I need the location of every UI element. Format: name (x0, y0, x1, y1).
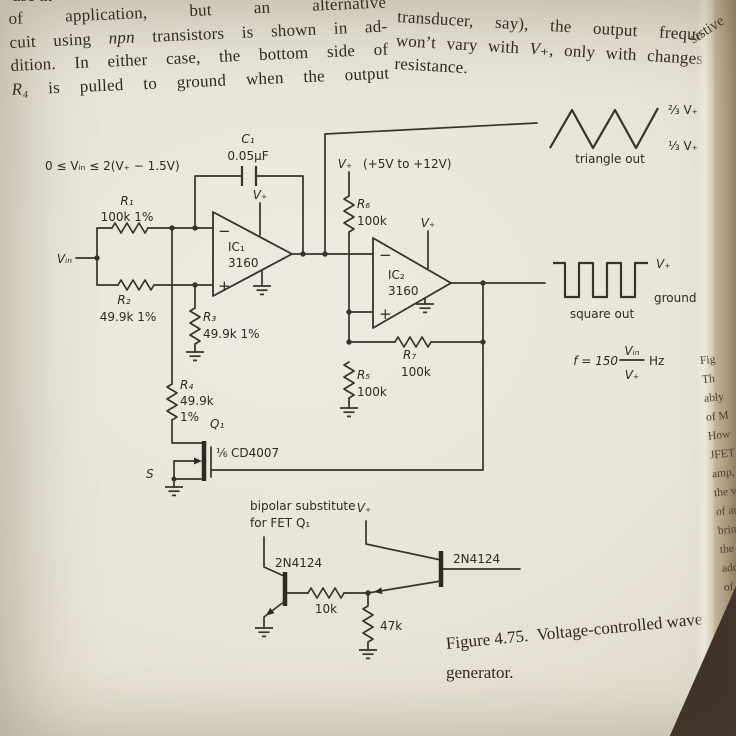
formula-lhs: f = 150 (573, 354, 618, 368)
r5-name: R₅ (357, 368, 370, 382)
c1-feedback-wire (194, 175, 304, 255)
r4-tolerance: 1% (180, 410, 199, 424)
edge-fragment: added (721, 560, 736, 576)
c1-plates (240, 166, 258, 186)
c1-value: 0.05μF (227, 149, 268, 163)
r1-value: 100k 1% (101, 210, 154, 224)
ic1-minus-input: − (218, 222, 231, 240)
resistor-10k-value: 10k (315, 602, 337, 616)
ic2-part: 3160 (388, 284, 419, 298)
bjt-left-emitter (263, 600, 286, 629)
q1-fraction: ⅙ (216, 446, 228, 460)
bipolar-title-line1: bipolar substitute (250, 499, 356, 513)
q1-part: CD4007 (231, 446, 279, 460)
ground-symbol (339, 407, 359, 418)
formula-unit: Hz (649, 354, 664, 368)
ic2-minus-input: − (379, 246, 392, 264)
r1-name: R₁ (120, 194, 133, 208)
triangle-upper-level: ⅔ V₊ (668, 103, 698, 117)
bipolar-vplus-label: V₊ (357, 501, 372, 515)
ic2-opamp-triangle (372, 237, 452, 329)
bjt-right-collector (365, 520, 442, 561)
bjt-left-emitter-arrowhead (266, 607, 275, 616)
supply-range-label: (+5V to +12V) (363, 157, 451, 171)
r7-name: R₇ (403, 348, 416, 362)
triangle-out-label: triangle out (575, 152, 645, 166)
q1-name: Q₁ (210, 417, 224, 431)
r2-value: 49.9k 1% (100, 310, 157, 324)
resistor-r5 (343, 361, 355, 399)
input-constraint-label: 0 ≤ Vᵢₙ ≤ 2(V₊ − 1.5V) (45, 159, 180, 173)
r4-value: 49.9k (180, 394, 214, 408)
edge-fragment: the vi (713, 484, 736, 500)
edge-fragment: bring (717, 522, 736, 538)
q1-body-arrowhead (194, 457, 202, 465)
ic1-plus-input: + (218, 277, 231, 295)
bjt-left-collector (263, 536, 285, 577)
ic2-plus-input: + (379, 305, 392, 323)
r4-name: R₄ (180, 378, 193, 392)
ground-symbol (185, 351, 205, 362)
resistor-47k-value: 47k (380, 619, 402, 633)
ground-symbol (415, 303, 435, 314)
resistor-r2 (117, 279, 155, 291)
triangle-lower-level: ⅓ V₊ (668, 139, 698, 153)
bjt-right-emitter-arrowhead (374, 587, 383, 595)
c1-name: C₁ (241, 132, 254, 146)
resistor-10k (307, 587, 345, 599)
triangle-pointer-wire (324, 122, 538, 255)
edge-fragment: JFET (709, 447, 736, 462)
ic2-name: IC₂ (388, 268, 405, 282)
ground-symbol (358, 649, 378, 660)
ground-symbol (254, 627, 274, 638)
edge-fragment: the JF (719, 541, 736, 557)
r2-name: R₂ (117, 293, 130, 307)
q1-source-label: S (146, 467, 154, 481)
resistor-47k (343, 592, 374, 651)
triangle-waveform (549, 107, 659, 150)
edge-fragment: of an (715, 503, 736, 519)
r5-value: 100k (357, 385, 387, 399)
clipped-top-text: use th (12, 0, 52, 6)
r6-branch-wires (348, 171, 374, 409)
ic1-name: IC₁ (228, 240, 245, 254)
r7-value: 100k (401, 365, 431, 379)
bjt-left-part-label: 2N4124 (275, 556, 322, 570)
figure-caption-line2: generator. (446, 663, 514, 682)
square-out-label: square out (570, 307, 635, 321)
bjt-right-part-label: 2N4124 (453, 552, 500, 566)
square-upper-level: V₊ (656, 257, 671, 271)
q1-body-source-leads (173, 460, 203, 488)
r6-value: 100k (357, 214, 387, 228)
resistor-r6 (343, 195, 355, 233)
edge-fragment: amp, (711, 466, 736, 481)
resistor-r7 (394, 336, 432, 348)
resistor-r1 (111, 222, 149, 234)
formula-denominator: V₊ (625, 368, 640, 382)
square-waveform (553, 261, 648, 299)
resistor-r3 (189, 307, 201, 345)
ground-symbol (164, 486, 184, 497)
ic2-vplus-label: V₊ (421, 216, 436, 230)
ic1-vplus-label: V₊ (253, 188, 268, 202)
page-curl-highlight (696, 0, 718, 736)
ic1-opamp-triangle (212, 211, 293, 297)
supply-vplus-label: V₊ (338, 157, 353, 171)
resistor-r4 (166, 383, 178, 421)
r3-name: R₃ (203, 310, 216, 324)
vin-label: Vᵢₙ (57, 252, 72, 266)
bipolar-title-line2: for FET Q₁ (250, 516, 310, 530)
r6-name: R₆ (357, 197, 370, 211)
ground-symbol (252, 285, 272, 296)
feedback-to-gate-wire (210, 282, 484, 471)
clipped-top-line: use th (10, 0, 380, 6)
r3-value: 49.9k 1% (203, 327, 260, 341)
square-lower-level: ground (654, 291, 696, 305)
junction-dots (94, 225, 486, 596)
adjacent-page-edge (714, 0, 736, 736)
formula-numerator: Vᵢₙ (624, 344, 639, 358)
ic1-part: 3160 (228, 256, 259, 270)
